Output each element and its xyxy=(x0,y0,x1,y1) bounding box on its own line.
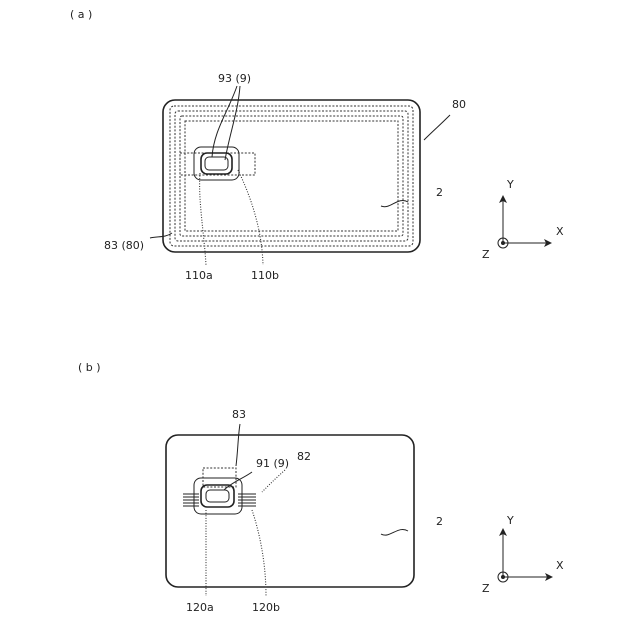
axis-x-a: X xyxy=(556,225,564,238)
axis-y-b: Y xyxy=(506,514,514,527)
ref-91-9: 91 (9) xyxy=(256,457,289,470)
axis-x-b: X xyxy=(556,559,564,572)
panel-a: ( a ) 93 (9) 80 2 83 (80) xyxy=(70,8,564,282)
axis-z-a: Z xyxy=(482,248,490,261)
card-outline-b xyxy=(166,435,414,587)
card-outline-a xyxy=(163,100,420,252)
ref-83-80: 83 (80) xyxy=(104,239,144,252)
ref-120b: 120b xyxy=(252,601,280,614)
ref-93-9: 93 (9) xyxy=(218,72,251,85)
panel-a-label: ( a ) xyxy=(70,8,92,21)
axes-b: Y X Z xyxy=(482,514,564,595)
ref-2-b: 2 xyxy=(436,515,443,528)
ref-110a: 110a xyxy=(185,269,213,282)
panel-b-label: ( b ) xyxy=(78,361,101,374)
ref-110b: 110b xyxy=(251,269,279,282)
ref-120a: 120a xyxy=(186,601,214,614)
ref-80: 80 xyxy=(452,98,466,111)
axis-y-a: Y xyxy=(506,178,514,191)
coil-module-b xyxy=(183,472,256,514)
axes-a: Y X Z xyxy=(482,178,564,261)
ref-2-a: 2 xyxy=(436,186,443,199)
panel-b: ( b ) 83 91 (9) 82 2 120a 120b xyxy=(78,361,564,614)
axis-z-b: Z xyxy=(482,582,490,595)
ref-83-b: 83 xyxy=(232,408,246,421)
ref-82: 82 xyxy=(297,450,311,463)
antenna-loop-a xyxy=(170,106,413,246)
